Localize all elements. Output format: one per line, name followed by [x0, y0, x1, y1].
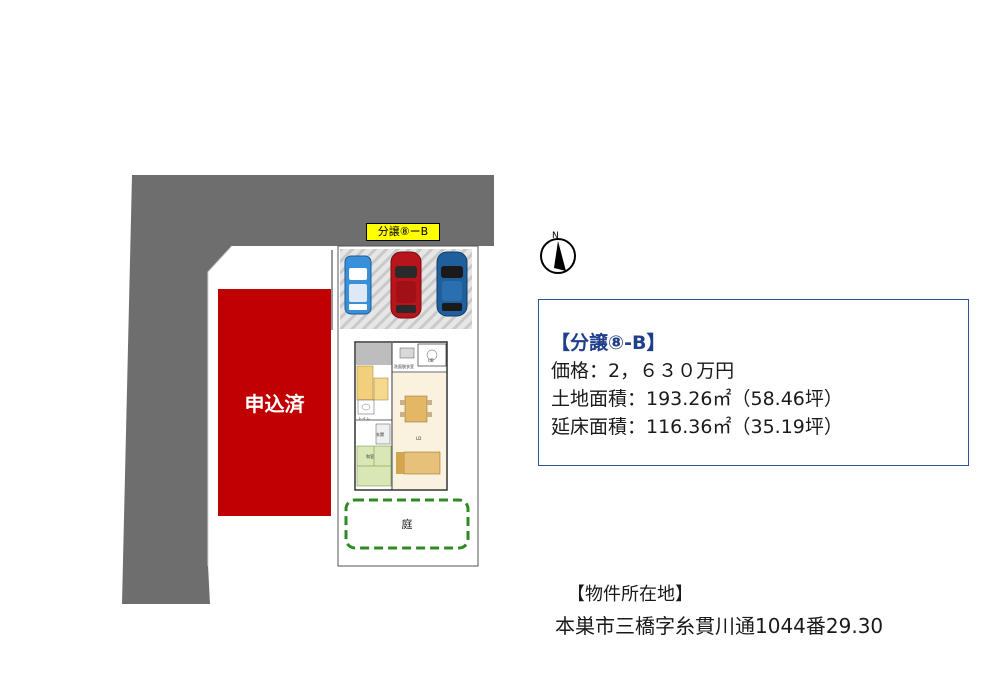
- compass-icon: N: [540, 231, 576, 274]
- land-area-text: 土地面積：193.26㎡（58.46坪）: [551, 388, 843, 410]
- car-icon: [436, 251, 468, 317]
- svg-text:トイレ: トイレ: [358, 416, 370, 421]
- price-text: 価格：2，６３０万円: [551, 360, 735, 382]
- property-info-box: 【分譲⑧-B】 価格：2，６３０万円 土地面積：193.26㎡（58.46坪） …: [538, 299, 969, 466]
- svg-text:N: N: [552, 231, 559, 241]
- car-icon: [390, 251, 422, 319]
- svg-text:和室: 和室: [366, 453, 374, 459]
- lot-label: 分譲⑧ーB: [366, 223, 440, 241]
- property-title: 【分譲⑧-B】: [551, 332, 666, 354]
- floor-area-text: 延床面積：116.36㎡（35.19坪）: [551, 416, 843, 438]
- svg-text:UB: UB: [428, 358, 434, 363]
- garden-area: [344, 498, 470, 550]
- road: [122, 175, 494, 604]
- address-title: 【物件所在地】: [567, 584, 693, 605]
- car-icon: [344, 255, 372, 315]
- sold-lot: [218, 289, 331, 516]
- garden-label: 庭: [401, 518, 413, 531]
- lot-8b-boundary: [337, 245, 479, 567]
- svg-text:LD: LD: [416, 436, 421, 441]
- floor-plan: 洗面脱衣室 UB LD 和室 トイレ 玄関: [354, 341, 448, 491]
- address-text: 本巣市三橋字糸貫川通1044番29.30: [555, 614, 884, 638]
- svg-text:洗面脱衣室: 洗面脱衣室: [394, 363, 414, 369]
- svg-text:玄関: 玄関: [376, 431, 384, 437]
- sold-label: 申込済: [244, 392, 305, 416]
